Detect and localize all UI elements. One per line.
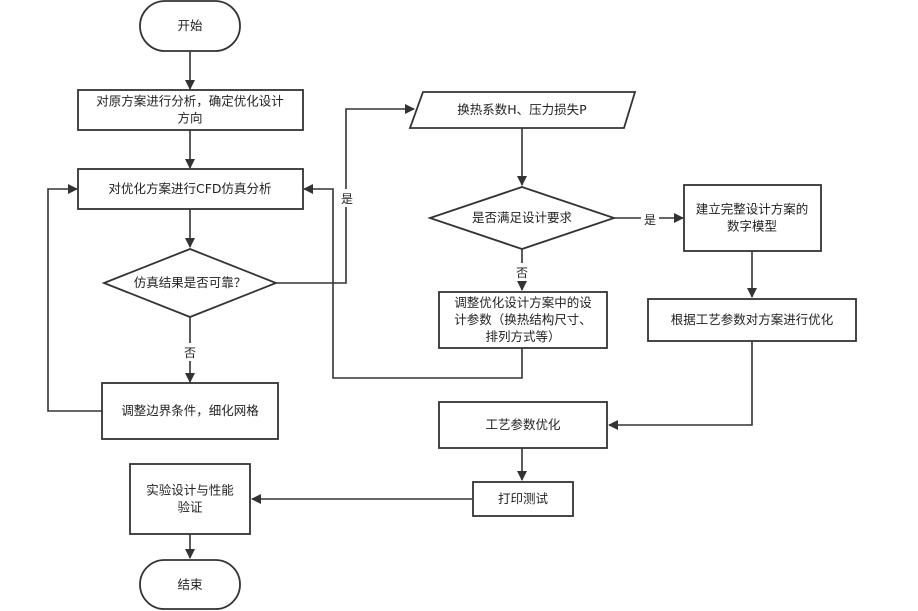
node-heat-output-label: 换热系数H、压力损失P (457, 102, 587, 117)
node-label-line: 调整边界条件，细化网格 (121, 403, 259, 418)
node-cfd-analysis: 对优化方案进行CFD仿真分析 (77, 168, 304, 210)
node-reliable-decision-label: 仿真结果是否可靠？ (134, 275, 247, 290)
node-label-line: 根据工艺参数对方案进行优化 (671, 312, 834, 327)
edge-labels: 是 否 是 否 (182, 189, 659, 361)
node-build-model-label: 建立完整设计方案的数字模型 (696, 202, 809, 234)
node-label-line: 验证 (177, 500, 203, 515)
node-label-line: 数字模型 (727, 219, 777, 234)
node-print-test-label: 打印测试 (498, 491, 549, 506)
node-build-model: 建立完整设计方案的数字模型 (683, 184, 822, 252)
node-label-line: 建立完整设计方案的 (696, 202, 809, 217)
edge-label-reliable-yes: 是 (341, 192, 353, 206)
node-label-line: 调整优化设计方案中的设 (454, 295, 592, 310)
node-requirement-decision-label: 是否满足设计要求 (472, 210, 573, 225)
node-adjust-params-label: 调整优化设计方案中的设计参数（换热结构尺寸、排列方式等） (454, 295, 592, 344)
node-label-line: 仿真结果是否可靠？ (134, 275, 247, 290)
node-start: 开始 (139, 0, 241, 52)
node-analyze-original: 对原方案进行分析，确定优化设计方向 (77, 89, 304, 131)
node-label-line: 开始 (177, 18, 203, 33)
node-label-line: 排列方式等） (485, 329, 560, 344)
node-start-label: 开始 (177, 18, 203, 33)
edge-process-optimize-to-params (608, 341, 753, 430)
node-label-line: 换热系数H、压力损失P (457, 102, 587, 117)
node-end-label: 结束 (177, 577, 203, 592)
edge-label-requirement-yes: 是 (644, 213, 656, 227)
node-process-params: 工艺参数优化 (438, 401, 608, 449)
node-label-line: 打印测试 (498, 491, 549, 506)
node-label-line: 方向 (177, 111, 202, 126)
node-cfd-analysis-label: 对优化方案进行CFD仿真分析 (108, 181, 271, 196)
node-label-line: 是否满足设计要求 (472, 210, 573, 225)
node-heat-output: 换热系数H、压力损失P (408, 91, 637, 129)
node-label-line: 计参数（换热结构尺寸、 (454, 312, 592, 327)
edge-adjust-back-to-cfd (47, 184, 102, 412)
node-experiment: 实验设计与性能验证 (129, 463, 251, 535)
node-analyze-original-label: 对原方案进行分析，确定优化设计方向 (96, 94, 284, 126)
node-label-line: 结束 (177, 577, 203, 592)
node-adjust-boundary-label: 调整边界条件，细化网格 (121, 403, 259, 418)
node-end: 结束 (139, 559, 241, 610)
node-requirement-decision: 是否满足设计要求 (427, 186, 617, 250)
edge-params-back-to-cfd (303, 184, 523, 379)
node-adjust-boundary: 调整边界条件，细化网格 (101, 382, 279, 440)
node-experiment-label: 实验设计与性能验证 (146, 483, 234, 515)
node-label-line: 工艺参数优化 (485, 417, 561, 432)
node-adjust-params: 调整优化设计方案中的设计参数（换热结构尺寸、排列方式等） (438, 291, 608, 349)
node-reliable-decision: 仿真结果是否可靠？ (101, 248, 279, 318)
node-process-optimize: 根据工艺参数对方案进行优化 (647, 298, 857, 342)
node-process-params-label: 工艺参数优化 (485, 417, 561, 432)
node-label-line: 对原方案进行分析，确定优化设计 (96, 94, 284, 109)
node-label-line: 对优化方案进行CFD仿真分析 (108, 181, 271, 196)
edge-label-requirement-no: 否 (516, 266, 528, 280)
edge-label-reliable-no: 否 (184, 346, 196, 360)
node-print-test: 打印测试 (472, 481, 574, 517)
node-label-line: 实验设计与性能 (146, 483, 234, 498)
node-process-optimize-label: 根据工艺参数对方案进行优化 (671, 312, 834, 327)
